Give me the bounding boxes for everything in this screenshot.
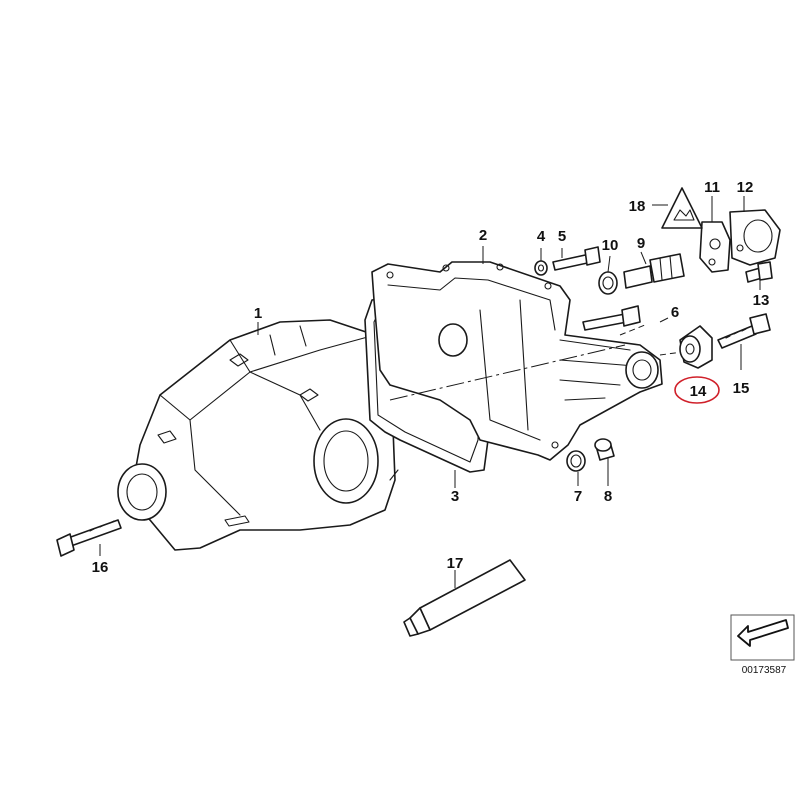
view-direction-arrow-icon <box>737 619 789 647</box>
bolt <box>717 313 771 349</box>
bolt <box>745 261 773 283</box>
bolt <box>56 519 122 557</box>
callout-7: 7 <box>574 488 582 505</box>
sealing-ring <box>598 271 618 295</box>
washer <box>534 260 548 276</box>
callout-17: 17 <box>447 555 464 572</box>
callout-16: 16 <box>92 559 109 576</box>
callout-3: 3 <box>451 488 459 505</box>
mount-bracket <box>729 209 781 266</box>
drain-plug <box>594 438 615 461</box>
callout-15: 15 <box>733 380 750 397</box>
callout-18: 18 <box>629 198 646 215</box>
callout-8: 8 <box>604 488 612 505</box>
sealant-tube <box>403 559 526 637</box>
callout-4: 4 <box>537 228 546 245</box>
callout-11: 11 <box>704 179 720 196</box>
gasket <box>699 221 731 273</box>
view-direction-arrow-box: 00173587 <box>730 614 795 676</box>
leader-lines <box>99 196 761 588</box>
highlight-ring <box>674 376 720 404</box>
rubber-mount <box>679 325 713 369</box>
callout-labels: 1 2 3 4 5 6 7 8 9 10 11 12 13 14 15 16 1… <box>92 179 770 576</box>
reference-number: 00173587 <box>742 665 787 676</box>
differential-cover <box>371 261 663 461</box>
callout-10: 10 <box>602 237 619 254</box>
warning-triangle-label <box>661 187 703 229</box>
callout-6: 6 <box>671 304 679 321</box>
callout-1: 1 <box>254 305 262 322</box>
bolt <box>552 246 601 271</box>
assembly-lines <box>389 324 683 401</box>
callout-9: 9 <box>637 235 645 252</box>
callout-13: 13 <box>753 292 770 309</box>
callout-5: 5 <box>558 228 566 245</box>
callout-14: 14 <box>690 383 707 400</box>
speed-sensor <box>623 253 685 289</box>
bolt <box>582 305 641 331</box>
sealing-ring <box>566 450 586 472</box>
callout-12: 12 <box>737 179 754 196</box>
callout-2: 2 <box>479 227 487 244</box>
differential-housing <box>117 319 399 551</box>
